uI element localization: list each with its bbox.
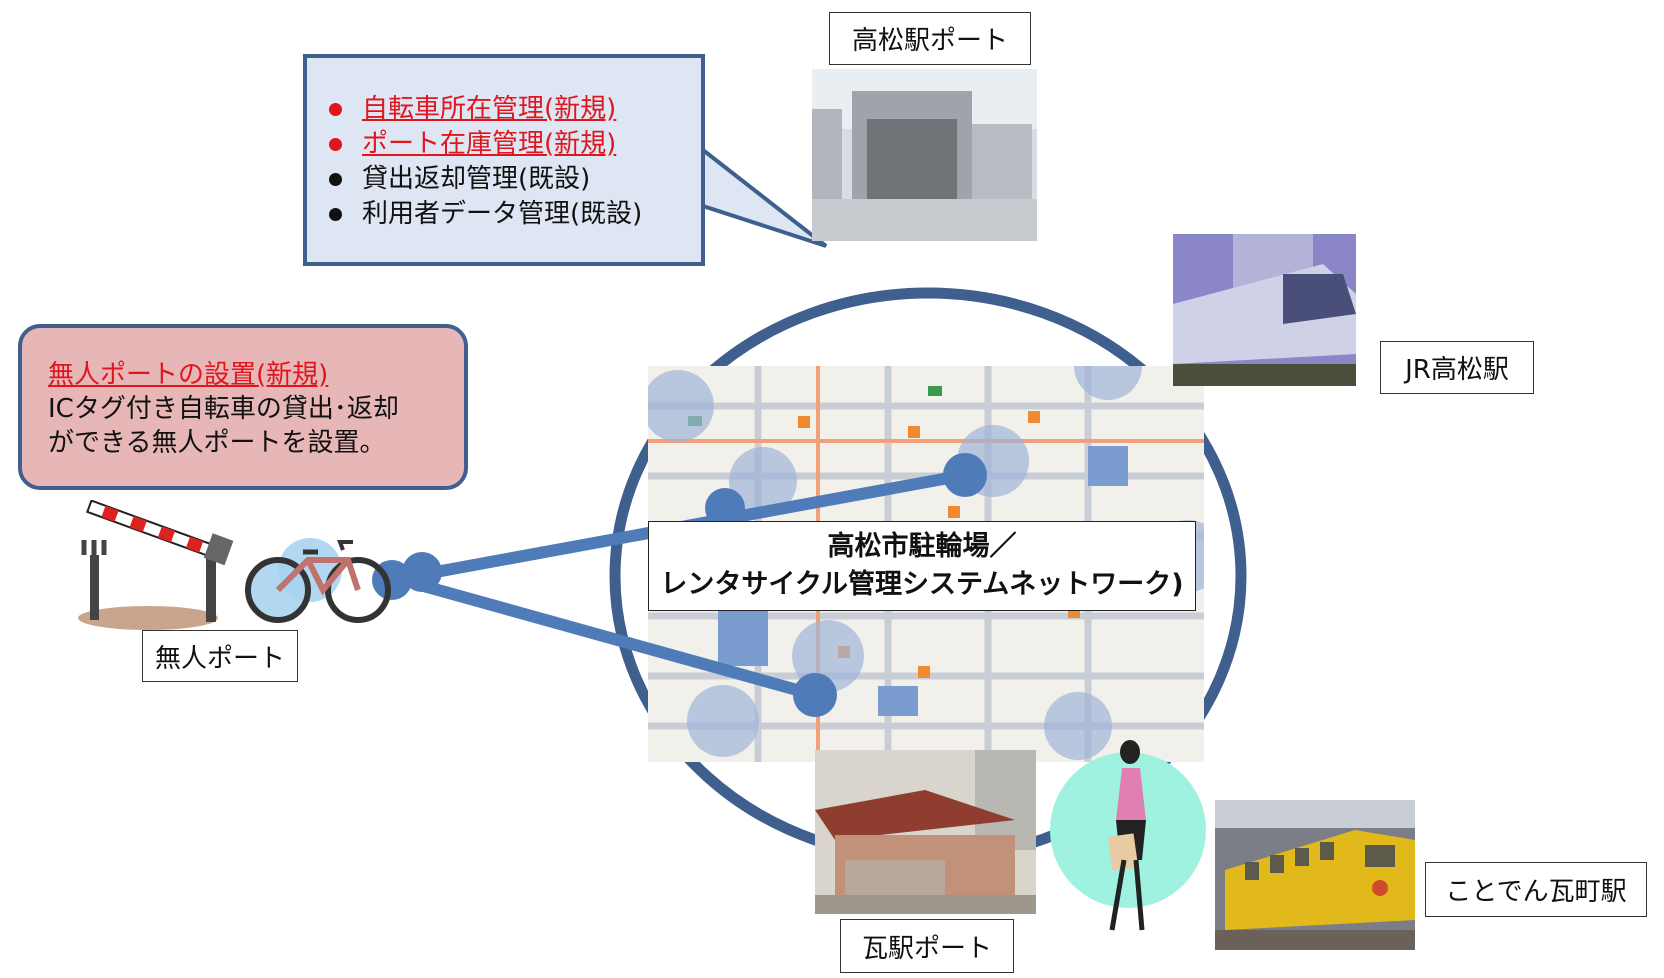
center-title-line1: 高松市駐輪場／ [827,531,1017,562]
callout-title: 無人ポートの設置(新規) [48,360,329,390]
city-map [648,366,1204,762]
callout-body-line: ができる無人ポートを設置。 [48,428,386,458]
management-item: 貸出返却管理(既設) [329,162,701,197]
jr-train-photo [1173,234,1356,386]
item-text: 利用者データ管理(既設) [362,199,643,229]
center-title-line2: レンタサイクル管理システムネットワーク) [660,569,1184,600]
item-text: 貸出返却管理(既設) [362,164,591,194]
bullet-icon [329,103,342,116]
management-item: ポート在庫管理(新規) [329,127,701,162]
unmanned-port-callout: 無人ポートの設置(新規) ICタグ付き自転車の貸出･返却 ができる無人ポートを設… [18,324,468,490]
center-system-title: 高松市駐輪場／ レンタサイクル管理システムネットワーク) [648,521,1196,611]
bullet-icon [329,173,342,186]
bullet-icon [329,138,342,151]
callout-body-line: ICタグ付き自転車の貸出･返却 [48,394,399,424]
management-callout: 自転車所在管理(新規) ポート在庫管理(新規) 貸出返却管理(既設) 利用者デー… [303,54,705,266]
shopper-illustration [1050,740,1210,940]
management-item: 利用者データ管理(既設) [329,197,701,232]
bullet-icon [329,208,342,221]
management-item: 自転車所在管理(新規) [329,92,701,127]
takamatsu-port-label: 高松駅ポート [829,12,1031,65]
kotoden-train-photo [1215,800,1415,950]
kawara-port-label: 瓦駅ポート [840,919,1014,973]
unmanned-port-illustration [78,499,398,650]
unmanned-port-label: 無人ポート [142,630,298,682]
kawara-port-photo [815,750,1036,914]
item-text: 自転車所在管理(新規) [362,94,617,124]
kotoden-kawaramachi-label: ことでん瓦町駅 [1425,862,1647,917]
takamatsu-port-photo [812,69,1037,241]
item-text: ポート在庫管理(新規) [362,129,617,159]
jr-takamatsu-label: JR高松駅 [1380,341,1534,394]
